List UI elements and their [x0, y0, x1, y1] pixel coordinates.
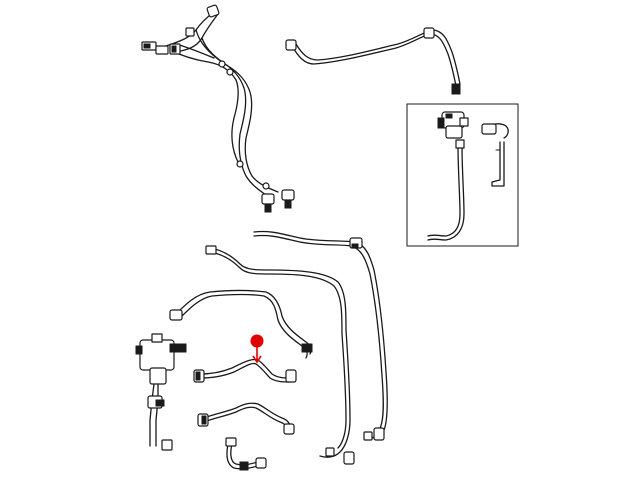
evap-canister-assembly — [135, 333, 187, 451]
bottom-hose — [225, 437, 267, 471]
red-callout-marker — [250, 334, 264, 364]
detail-inset-box — [406, 103, 519, 247]
upper-left-vapor-harness — [141, 4, 295, 213]
center-bent-hose — [169, 289, 313, 359]
upper-right-vapor-hose — [285, 27, 461, 95]
callout-hose — [193, 358, 297, 383]
lower-bent-hose — [197, 402, 295, 435]
middle-long-vapor-lines — [205, 230, 388, 465]
